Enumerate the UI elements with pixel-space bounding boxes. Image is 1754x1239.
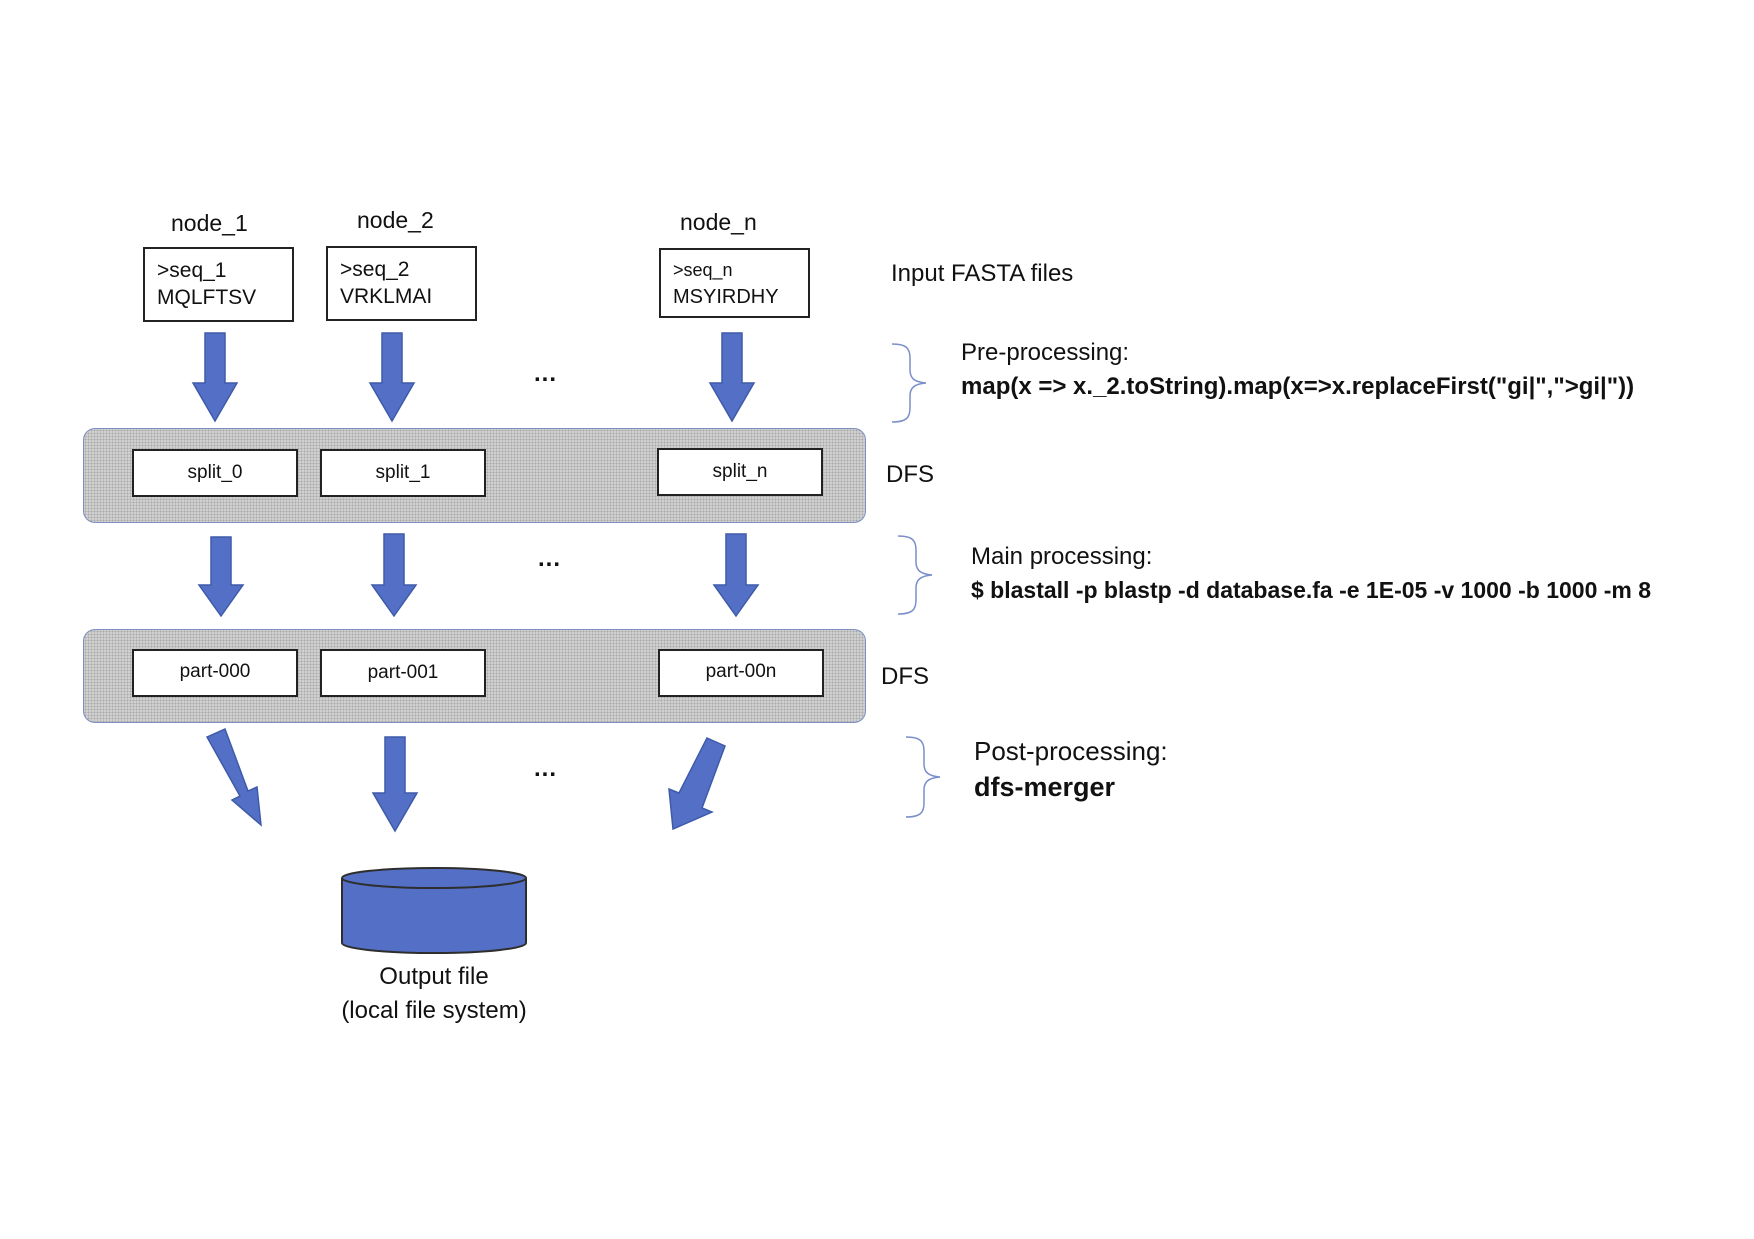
node-label-1: node_1 [171, 210, 248, 236]
seq-id: >seq_2 [340, 258, 410, 281]
main-processing-command: $ blastall -p blastp -d database.fa -e 1… [971, 577, 1652, 603]
pre-processing-command: map(x => x._2.toString).map(x=>x.replace… [961, 373, 1635, 400]
output-file-title: Output file [379, 963, 489, 990]
post-processing-title: Post-processing: [974, 736, 1168, 766]
sequence: VRKLMAI [340, 285, 433, 308]
dfs-part-00n: part-00n [658, 649, 824, 697]
seq-id: >seq_1 [157, 259, 227, 282]
input-fasta-box-1: >seq_1 MQLFTSV [143, 247, 294, 322]
arrow-part-0-to-output [205, 727, 262, 827]
arrow-split-to-part-0 [197, 536, 245, 618]
ellipsis-row-3: ... [534, 755, 558, 782]
input-fasta-box-2: >seq_2 VRKLMAI [326, 246, 477, 321]
arrow-part-n-to-output [668, 737, 726, 831]
output-file-location: (local file system) [341, 997, 527, 1024]
dfs-label-2: DFS [881, 663, 929, 690]
arrow-part-1-to-output [371, 736, 419, 833]
main-processing-title: Main processing: [971, 543, 1153, 570]
arrow-split-to-part-1 [370, 533, 418, 618]
ellipsis-row-2: ... [538, 545, 562, 572]
sequence: MQLFTSV [157, 286, 257, 309]
node-label-2: node_2 [357, 207, 434, 233]
output-file-label: Output file (local file system) [314, 960, 554, 1028]
arrow-input-to-split-1 [368, 332, 416, 423]
dfs-part-001: part-001 [320, 649, 486, 697]
input-fasta-box-n: >seq_n MSYIRDHY [659, 248, 810, 318]
dfs-split-n: split_n [657, 448, 823, 496]
bracket-pre-processing [891, 343, 927, 423]
input-fasta-label: Input FASTA files [891, 260, 1074, 287]
arrow-split-to-part-n [712, 533, 760, 618]
dfs-label-1: DFS [886, 461, 934, 488]
dfs-split-0: split_0 [132, 449, 298, 497]
dfs-split-1: split_1 [320, 449, 486, 497]
sequence: MSYIRDHY [673, 286, 779, 308]
bracket-main-processing [897, 535, 933, 615]
arrow-input-to-split-n [708, 332, 756, 423]
bracket-post-processing [905, 736, 941, 818]
output-database-icon [341, 867, 527, 954]
dfs-part-000: part-000 [132, 649, 298, 697]
ellipsis-row-1: ... [534, 360, 558, 387]
post-processing-command: dfs-merger [974, 772, 1116, 802]
node-label-n: node_n [680, 209, 757, 235]
arrow-input-to-split-0 [191, 332, 239, 423]
seq-id: >seq_n [673, 260, 733, 280]
pre-processing-title: Pre-processing: [961, 339, 1130, 366]
